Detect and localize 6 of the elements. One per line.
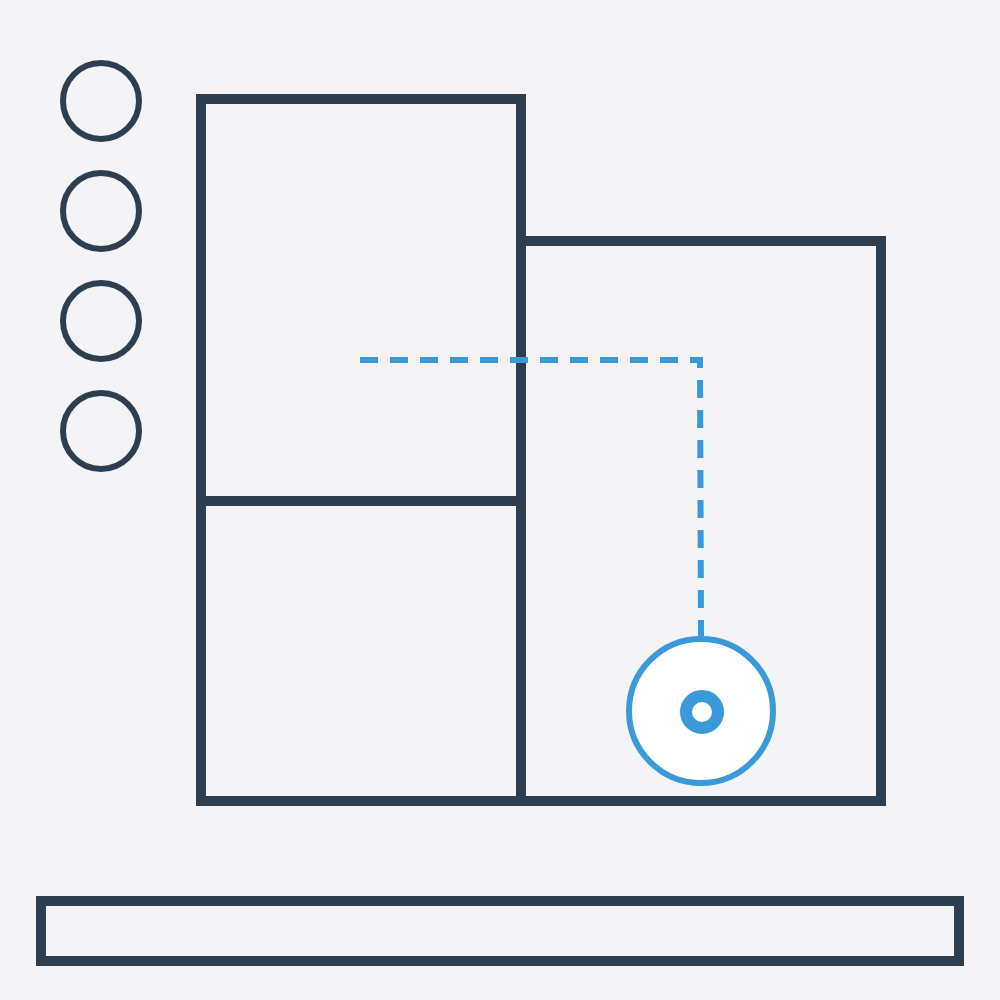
round-indicator xyxy=(60,60,142,142)
round-indicator xyxy=(60,170,142,252)
dashed-connector xyxy=(360,357,704,636)
round-indicator xyxy=(60,280,142,362)
base-bar xyxy=(36,896,964,966)
round-indicator xyxy=(60,390,142,472)
